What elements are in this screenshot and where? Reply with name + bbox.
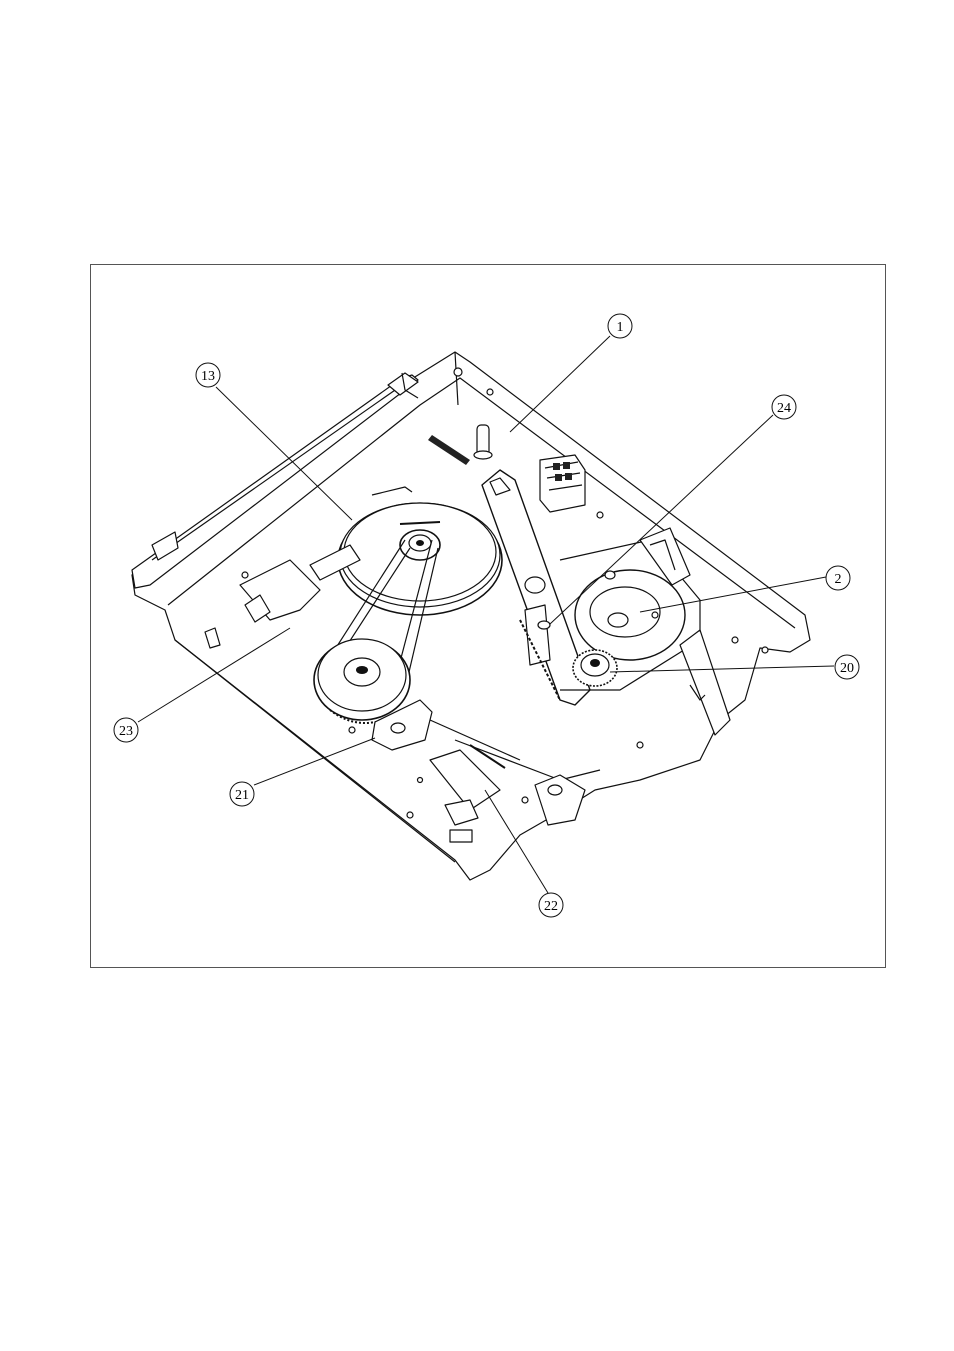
callout-23: 23 xyxy=(114,718,138,742)
callout-20: 20 xyxy=(835,655,859,679)
callout-label-21: 21 xyxy=(235,788,249,803)
callout-label-23: 23 xyxy=(119,724,133,739)
callout-22: 22 xyxy=(539,893,563,917)
gear xyxy=(573,650,617,686)
connector xyxy=(540,455,585,512)
callout-label-24: 24 xyxy=(777,401,791,416)
callout-1: 1 xyxy=(608,314,632,338)
callout-label-20: 20 xyxy=(840,661,854,676)
callout-label-2: 2 xyxy=(835,572,842,587)
callout-label-13: 13 xyxy=(201,369,215,384)
callout-label-1: 1 xyxy=(617,320,624,335)
callout-21: 21 xyxy=(230,782,254,806)
callout-label-22: 22 xyxy=(544,899,558,914)
callout-2: 2 xyxy=(826,566,850,590)
callout-13: 13 xyxy=(196,363,220,387)
callout-24: 24 xyxy=(772,395,796,419)
